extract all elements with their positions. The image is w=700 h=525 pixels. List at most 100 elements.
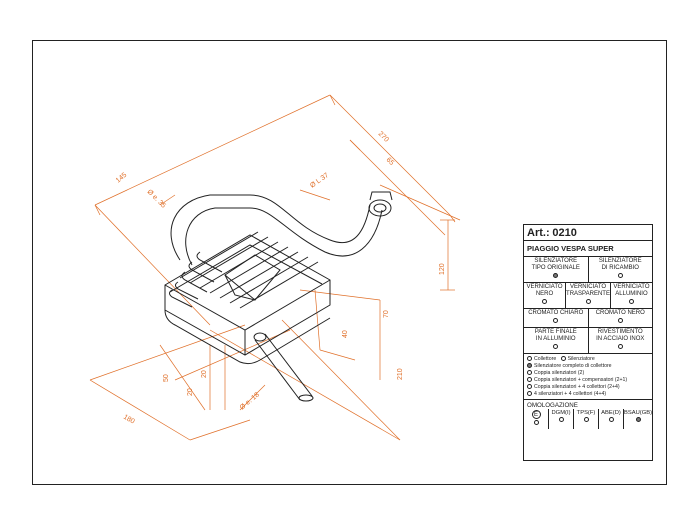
cell-label: DGM(I) — [551, 410, 571, 417]
option-item[interactable]: Coppia silenziatori (2) — [527, 370, 649, 377]
title-block: Art.: 0210 PIAGGIO VESPA SUPER SILENZIAT… — [523, 224, 653, 461]
empty-dot — [527, 376, 532, 382]
option-item[interactable]: Coppia silenziatori + 4 collettori (2+4) — [527, 384, 649, 391]
type-original-cell[interactable]: SILENZIATORE TIPO ORIGINALE — [524, 257, 588, 282]
cell-label: VERNICIATO — [526, 284, 563, 290]
homologation-row: E DGM(I) TPS(F) ABE(D) BSAU(GB) — [524, 409, 652, 430]
options-list: Collettore Silenziatore Silenziatore com… — [524, 354, 652, 401]
empty-dot — [553, 344, 559, 349]
empty-dot — [628, 299, 634, 304]
option-label: Silenziatore completo di collettore — [534, 362, 612, 369]
cell-label: SILENZIATORE — [534, 258, 578, 264]
empty-dot — [527, 390, 532, 396]
empty-dot — [617, 273, 623, 278]
selected-dot — [635, 417, 641, 423]
dimension-labels: 270 145 65 Ø e. 35 Ø L 37 120 70 40 50 2… — [115, 130, 446, 425]
dim-label: 70 — [383, 310, 390, 318]
cell-label: VERNICIATO — [613, 284, 650, 290]
empty-dot — [560, 356, 566, 362]
cell-label: TPS(F) — [576, 410, 596, 417]
cell-label: TIPO ORIGINALE — [531, 265, 580, 271]
empty-dot — [558, 417, 564, 423]
drawing-frame — [32, 40, 667, 485]
chrome-light-cell[interactable]: CROMATO CHIARO — [524, 309, 588, 327]
cell-label: IN ACCIAIO INOX — [596, 336, 645, 342]
empty-dot — [617, 344, 623, 349]
dim-label: 20 — [187, 388, 194, 396]
cell-label: IN ALLUMINIO — [535, 336, 576, 342]
type-row: SILENZIATORE TIPO ORIGINALE SILENZIATORE… — [524, 257, 652, 283]
dim-label: 120 — [439, 263, 446, 275]
finish-transparent-cell[interactable]: VERNICIATO TRASPARENTE — [565, 283, 610, 308]
option-item[interactable]: Coppia silenziatori + compensatori (2+1) — [527, 377, 649, 384]
homologation-tps-cell[interactable]: TPS(F) — [574, 409, 599, 430]
empty-dot — [608, 417, 614, 423]
option-item[interactable]: 4 silenziatori + 4 collettori (4+4) — [527, 391, 649, 398]
empty-dot — [553, 318, 559, 323]
article-number: 0210 — [552, 227, 577, 239]
muffler-outline — [164, 191, 393, 402]
dimension-lines — [89, 94, 461, 441]
cell-label: BSAU(GB) — [624, 410, 653, 417]
selected-dot — [527, 363, 532, 369]
homologation-abe-cell[interactable]: ABE(D) — [599, 409, 624, 430]
dim-label: 145 — [115, 172, 129, 185]
empty-dot — [527, 369, 532, 375]
empty-dot — [527, 356, 532, 362]
homologation-title: OMOLOGAZIONE — [527, 402, 578, 410]
option-item[interactable]: Silenziatore completo di collettore — [527, 363, 649, 370]
homologation-bsau-cell[interactable]: BSAU(GB) — [624, 409, 652, 429]
dim-label: Ø L 37 — [309, 172, 330, 190]
dim-label: 40 — [342, 330, 349, 338]
homologation-dgm-cell[interactable]: DGM(I) — [549, 409, 574, 430]
type-spare-cell[interactable]: SILENZIATORE DI RICAMBIO — [587, 257, 653, 282]
dim-label: 65 — [385, 156, 396, 167]
cell-label: VERNICIATO — [569, 284, 607, 290]
finish-black-cell[interactable]: VERNICIATO NERO — [524, 283, 565, 308]
article-label: Art.: — [527, 227, 550, 239]
cell-label: CROMATO NERO — [595, 310, 645, 316]
e-mark-icon: E — [531, 410, 541, 420]
empty-dot — [585, 299, 591, 304]
option-label: Coppia silenziatori (2) — [534, 369, 585, 376]
aluminium-end-cell[interactable]: PARTE FINALE IN ALLUMINIO — [524, 328, 588, 353]
empty-dot — [583, 417, 589, 423]
dim-label: Ø e. 18 — [239, 391, 261, 411]
cell-label: ABE(D) — [601, 410, 621, 417]
cell-label: DI RICAMBIO — [601, 265, 639, 271]
finish-aluminium-cell[interactable]: VERNICIATO ALLUMINIO — [609, 283, 652, 308]
cell-label: PARTE FINALE — [534, 329, 577, 335]
option-item[interactable]: Collettore Silenziatore — [527, 356, 649, 363]
cell-label: RIVESTIMENTO — [597, 329, 643, 335]
inox-cover-cell[interactable]: RIVESTIMENTO IN ACCIAIO INOX — [587, 328, 653, 353]
part-row: PARTE FINALE IN ALLUMINIO RIVESTIMENTO I… — [524, 328, 652, 354]
option-label: Coppia silenziatori + 4 collettori (2+4) — [534, 383, 620, 390]
finish-row: VERNICIATO NERO VERNICIATO TRASPARENTE V… — [524, 283, 652, 309]
option-label: Silenziatore — [567, 356, 595, 362]
empty-dot — [542, 299, 548, 304]
dim-label: 210 — [397, 368, 404, 380]
option-label: 4 silenziatori + 4 collettori (4+4) — [534, 390, 607, 397]
dim-label: 20 — [201, 370, 208, 378]
cell-label: SILENZIATORE — [598, 258, 642, 264]
cell-label: ALLUMINIO — [615, 291, 648, 297]
dim-label: Ø e. 35 — [146, 188, 167, 209]
cell-label: NERO — [535, 291, 554, 297]
chrome-row: CROMATO CHIARO CROMATO NERO — [524, 309, 652, 328]
article-row: Art.: 0210 — [524, 225, 652, 241]
chrome-black-cell[interactable]: CROMATO NERO — [587, 309, 653, 327]
option-label: Collettore — [534, 356, 557, 362]
option-label: Coppia silenziatori + compensatori (2+1) — [534, 376, 628, 383]
dim-label: 270 — [377, 130, 390, 143]
cell-label: CROMATO CHIARO — [528, 310, 584, 316]
dim-label: 180 — [122, 414, 136, 426]
cell-label: TRASPARENTE — [566, 291, 610, 297]
empty-dot — [527, 383, 532, 389]
selected-dot — [553, 273, 559, 278]
dim-label: 50 — [163, 374, 170, 382]
model-name: PIAGGIO VESPA SUPER — [524, 241, 652, 257]
empty-dot — [533, 420, 539, 426]
homologation-e-cell[interactable]: E — [524, 409, 549, 430]
empty-dot — [617, 318, 623, 323]
